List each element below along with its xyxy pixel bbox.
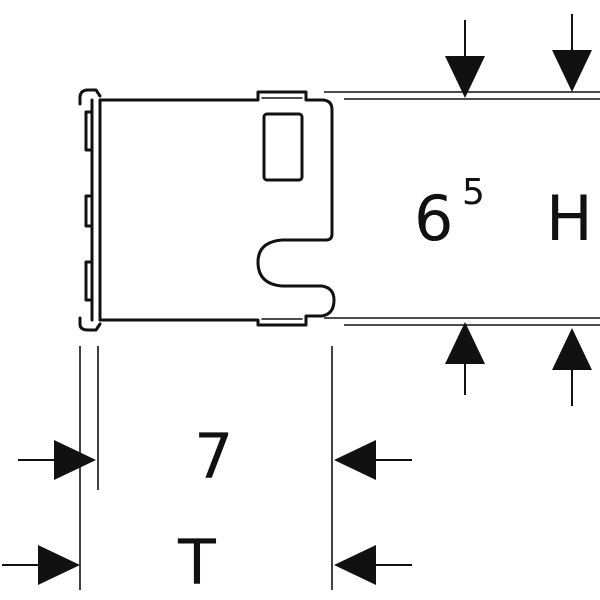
arrow-T-right xyxy=(334,545,412,585)
height-superscript-label: 5 xyxy=(462,172,485,213)
arrow-height-bottom xyxy=(445,322,485,395)
arrow-H-top xyxy=(552,14,592,92)
depth-value-label: 7 xyxy=(194,420,233,493)
top-left-hook xyxy=(78,88,102,100)
height-value-label: 6 xyxy=(414,182,453,255)
rail-tab-upper xyxy=(84,110,94,152)
left-rail xyxy=(90,98,102,322)
rail-tab-lower xyxy=(84,260,94,302)
arrow-depth-right xyxy=(334,440,412,480)
extension-lines-horizontal xyxy=(324,91,600,326)
part-body-outline xyxy=(98,90,336,327)
part-profile xyxy=(78,88,336,332)
depth-letter-label: T xyxy=(177,526,217,599)
arrow-depth-left xyxy=(18,440,96,480)
arrow-height-top xyxy=(445,20,485,98)
slot-window xyxy=(262,112,304,182)
arrow-H-bottom xyxy=(552,328,592,406)
arrow-T-left xyxy=(2,545,80,585)
height-letter-label: H xyxy=(546,182,593,255)
extension-lines-vertical xyxy=(79,346,333,590)
bottom-left-hook xyxy=(78,316,102,332)
rail-tab-middle xyxy=(84,194,94,228)
dimension-arrows xyxy=(2,14,592,585)
